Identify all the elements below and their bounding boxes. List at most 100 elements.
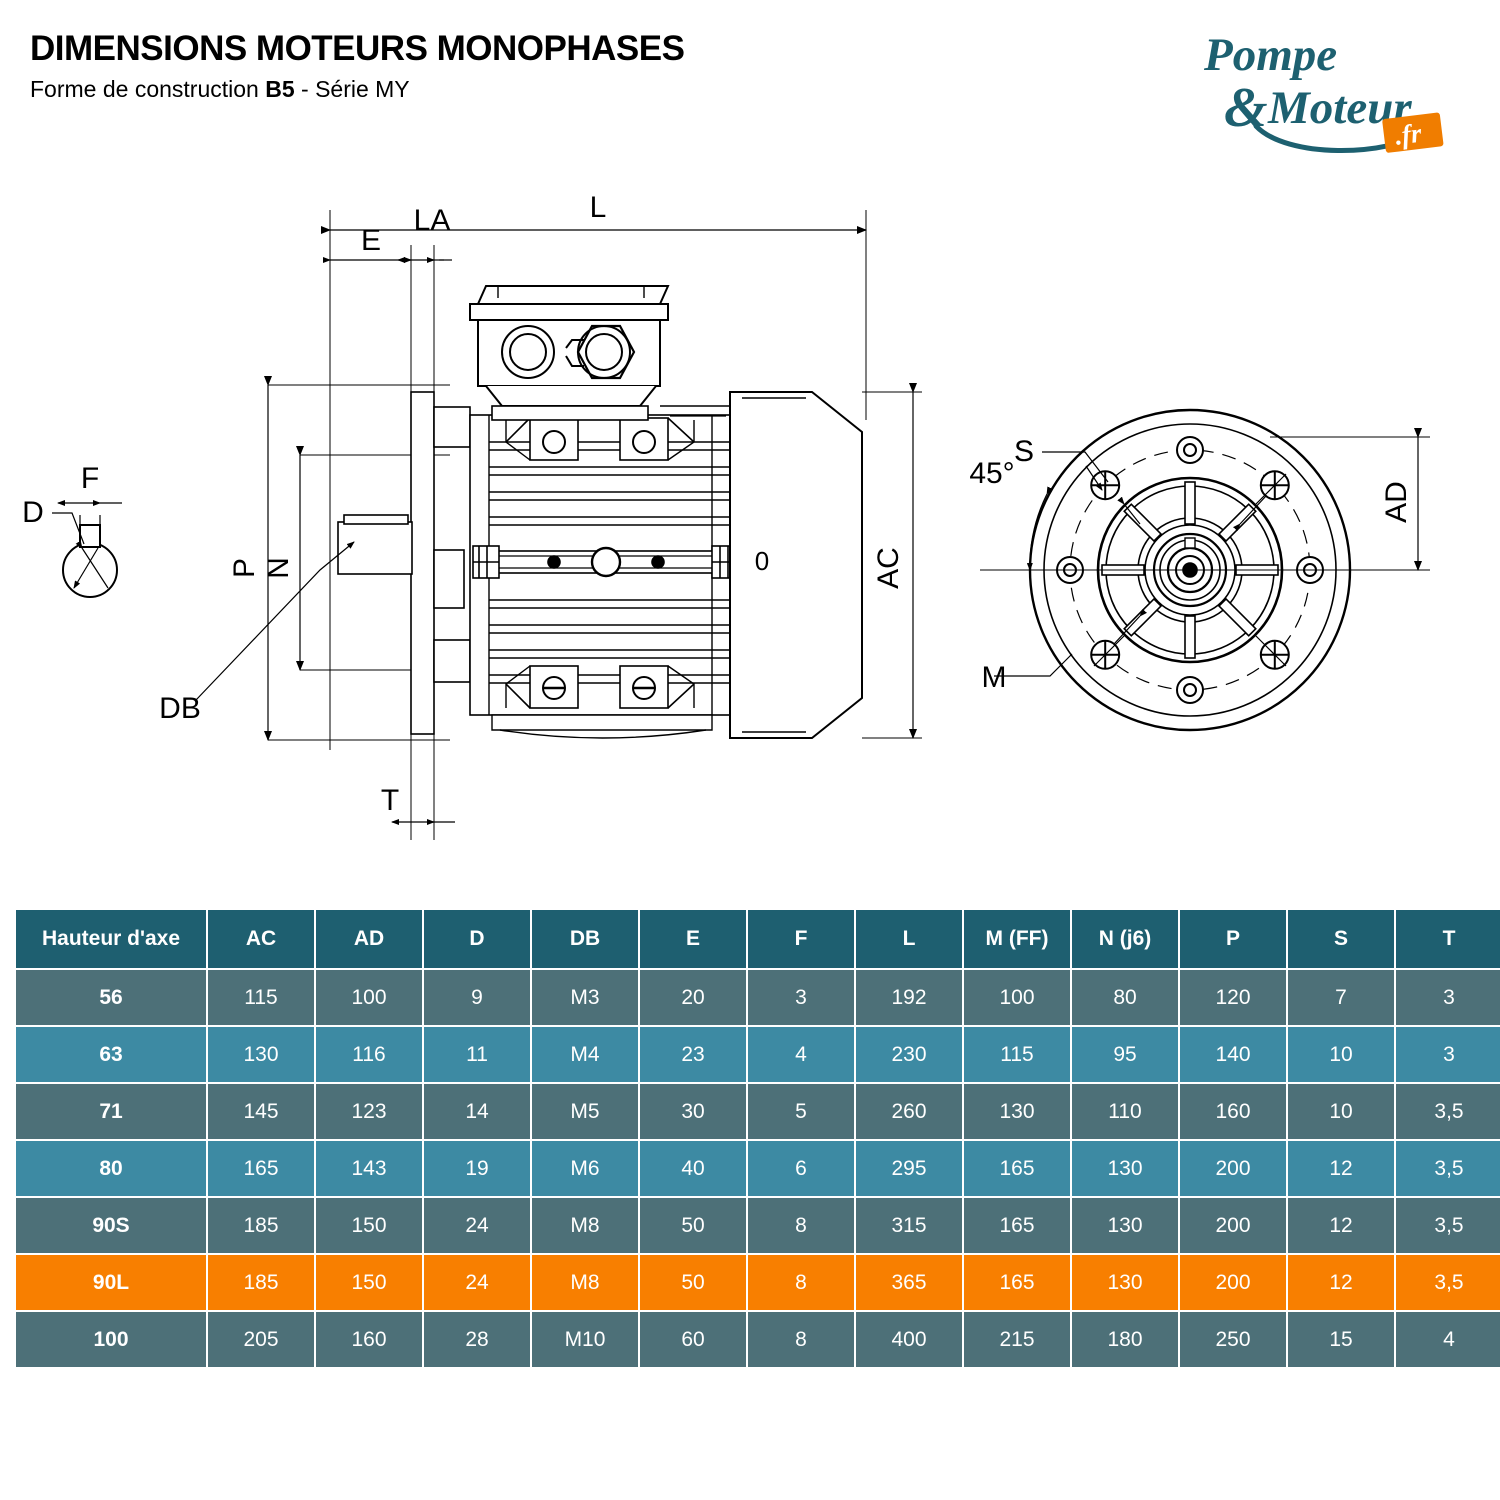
terminal-box xyxy=(469,285,670,407)
leader-D xyxy=(52,512,85,545)
table-cell: 100 xyxy=(316,970,422,1025)
cooling-fins xyxy=(489,441,730,684)
table-cell: 200 xyxy=(1180,1141,1286,1196)
label-DB: DB xyxy=(159,692,201,725)
label-E: E xyxy=(361,224,381,257)
table-cell: 28 xyxy=(424,1312,530,1367)
table-cell: 3,5 xyxy=(1396,1198,1500,1253)
label-P: P xyxy=(228,558,261,578)
label-AD: AD xyxy=(1380,481,1413,523)
angle-arc-45 xyxy=(1026,486,1053,571)
table-cell: 130 xyxy=(964,1084,1070,1139)
table-cell: 14 xyxy=(424,1084,530,1139)
label-L: L xyxy=(590,191,607,224)
cell-hauteur-axe: 90L xyxy=(16,1255,206,1310)
flange-lug-mid xyxy=(433,549,465,609)
table-cell: 365 xyxy=(856,1255,962,1310)
table-cell: 180 xyxy=(1072,1312,1178,1367)
label-angle-45: 45° xyxy=(969,457,1014,490)
center-axis-band xyxy=(497,546,715,578)
table-cell: M3 xyxy=(532,970,638,1025)
table-cell: M6 xyxy=(532,1141,638,1196)
table-cell: 205 xyxy=(208,1312,314,1367)
label-LA: LA xyxy=(414,204,451,237)
col-header-f: F xyxy=(748,910,854,968)
table-cell: 4 xyxy=(748,1027,854,1082)
table-cell: 3,5 xyxy=(1396,1255,1500,1310)
table-cell: 19 xyxy=(424,1141,530,1196)
table-cell: M5 xyxy=(532,1084,638,1139)
table-cell: M10 xyxy=(532,1312,638,1367)
table-cell: 295 xyxy=(856,1141,962,1196)
table-cell: 100 xyxy=(964,970,1070,1025)
technical-drawing: L E LA P N D F DB T AC 0 AD S M 45° xyxy=(0,170,1500,870)
table-cell: 165 xyxy=(964,1141,1070,1196)
mount-boss-top-right xyxy=(619,417,695,461)
col-header-p: P xyxy=(1180,910,1286,968)
leader-M xyxy=(994,653,1073,677)
table-cell: 8 xyxy=(748,1198,854,1253)
table-cell: 50 xyxy=(640,1198,746,1253)
cell-hauteur-axe: 100 xyxy=(16,1312,206,1367)
table-cell: 145 xyxy=(208,1084,314,1139)
table-cell: 95 xyxy=(1072,1027,1178,1082)
cell-hauteur-axe: 56 xyxy=(16,970,206,1025)
label-S: S xyxy=(1014,435,1034,468)
table-cell: 3 xyxy=(748,970,854,1025)
table-cell: 11 xyxy=(424,1027,530,1082)
label-M: M xyxy=(982,661,1007,694)
col-header-l: L xyxy=(856,910,962,968)
dimensions-table-wrap: Hauteur d'axe AC AD D DB E F L M (FF) N … xyxy=(14,908,1500,1369)
table-cell: 123 xyxy=(316,1084,422,1139)
col-header-n-j6: N (j6) xyxy=(1072,910,1178,968)
table-cell: 12 xyxy=(1288,1198,1394,1253)
label-zero: 0 xyxy=(755,546,769,576)
table-cell: 260 xyxy=(856,1084,962,1139)
table-cell: 250 xyxy=(1180,1312,1286,1367)
label-N: N xyxy=(262,557,295,579)
brand-logo-svg: Pompe & Moteur .fr xyxy=(1203,29,1444,153)
table-cell: 115 xyxy=(964,1027,1070,1082)
fan-cowl xyxy=(729,391,863,739)
subtitle-prefix: Forme de construction xyxy=(30,75,266,102)
leader-S xyxy=(1042,451,1109,483)
table-cell: 80 xyxy=(1072,970,1178,1025)
leader-DB xyxy=(195,541,355,701)
table-cell: 150 xyxy=(316,1255,422,1310)
brand-logo[interactable]: Pompe & Moteur .fr xyxy=(1196,18,1466,158)
front-view xyxy=(980,408,1430,732)
table-cell: 116 xyxy=(316,1027,422,1082)
technical-drawing-svg: L E LA P N D F DB T AC 0 AD S M 45° xyxy=(22,191,1430,840)
table-cell: 215 xyxy=(964,1312,1070,1367)
table-cell: M8 xyxy=(532,1198,638,1253)
output-shaft xyxy=(337,521,413,575)
table-cell: 130 xyxy=(208,1027,314,1082)
table-cell: M8 xyxy=(532,1255,638,1310)
col-header-db: DB xyxy=(532,910,638,968)
table-cell: 150 xyxy=(316,1198,422,1253)
flange-lug-top xyxy=(433,406,471,448)
col-header-ad: AD xyxy=(316,910,422,968)
table-cell: 7 xyxy=(1288,970,1394,1025)
table-cell: 23 xyxy=(640,1027,746,1082)
table-cell: 140 xyxy=(1180,1027,1286,1082)
col-header-d: D xyxy=(424,910,530,968)
label-AC: AC xyxy=(872,547,905,589)
table-cell: 165 xyxy=(964,1198,1070,1253)
table-cell: 143 xyxy=(316,1141,422,1196)
table-cell: 12 xyxy=(1288,1141,1394,1196)
table-cell: 200 xyxy=(1180,1255,1286,1310)
table-cell: 185 xyxy=(208,1255,314,1310)
table-cell: 160 xyxy=(1180,1084,1286,1139)
table-cell: 165 xyxy=(208,1141,314,1196)
col-header-m-ff: M (FF) xyxy=(964,910,1070,968)
